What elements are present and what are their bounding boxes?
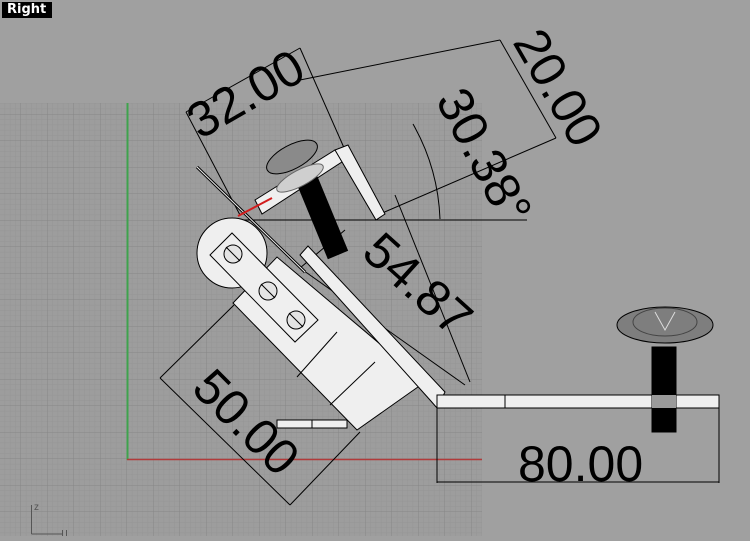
switch-assembly[interactable] [195, 133, 446, 431]
viewport-title-tab[interactable]: Right [2, 2, 53, 18]
wing-nut-right[interactable] [616, 306, 714, 344]
bracket-plate-right[interactable] [436, 306, 720, 433]
dim-20[interactable]: 20.00 [502, 20, 613, 156]
bracket-leg [334, 144, 386, 221]
dimension-lines [159, 39, 720, 506]
wing-nut-left[interactable] [262, 133, 323, 180]
axis-z-label: z [34, 502, 39, 513]
construction-grid [0, 103, 482, 536]
axis-y-label-partial [62, 530, 67, 536]
axis-gizmo [31, 505, 62, 535]
right-screw [651, 346, 677, 433]
dim-80[interactable]: 80.00 [518, 436, 643, 492]
red-arrow [237, 197, 273, 217]
screw-heads [223, 244, 306, 330]
bracket-screw [296, 175, 349, 260]
